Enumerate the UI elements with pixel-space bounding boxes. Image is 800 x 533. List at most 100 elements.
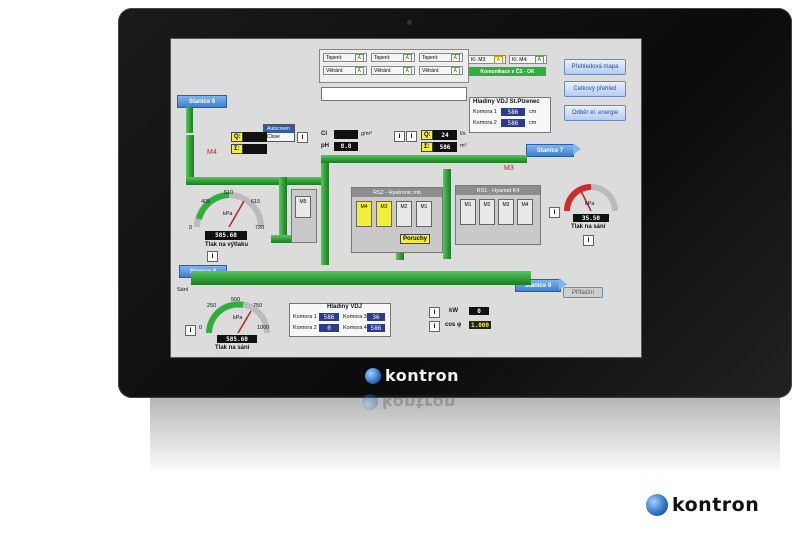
status-label: Větrání: (326, 67, 344, 74)
level-label: Komora 2 (473, 120, 497, 126)
flow2-q-label: Q: (421, 130, 433, 140)
camera-icon (407, 20, 412, 25)
cabinet-m5[interactable]: M5 (291, 189, 317, 243)
context-menu: Autocreen Close (263, 124, 295, 142)
gauge-tick: 250 (207, 303, 217, 309)
gauge-unit: kPa (223, 211, 233, 217)
energy-button[interactable]: Odběr el. energie (564, 105, 626, 121)
module: M3 (376, 201, 392, 227)
info-button[interactable]: I (549, 207, 560, 218)
pipe-segment (186, 107, 193, 133)
pipe-segment (271, 235, 301, 243)
gauge-tick: 720 (255, 225, 265, 231)
pipe-segment (321, 185, 329, 265)
gauge-tick: 0 (189, 225, 193, 231)
level-value: 0 (319, 324, 339, 332)
pipe-segment (186, 177, 326, 185)
gauge-tick: 0 (199, 325, 203, 331)
level-label: Komora 1 (293, 314, 317, 320)
pipe-segment (186, 135, 194, 183)
gauge-value: 585.60 (217, 335, 257, 343)
info-button[interactable]: I (429, 307, 440, 318)
station-7-button[interactable]: Stanice 7 (526, 144, 574, 157)
gauge-tick: 1000 (257, 325, 270, 331)
status-heating-1[interactable]: Topení:A (323, 53, 367, 62)
cabinet-rs2-title: RS2 - Hyatronic mb (352, 188, 442, 197)
monitor-reflection (150, 395, 780, 475)
corner-brand: kontron (646, 494, 759, 516)
comm-status: Komunikace s ČS - OK (469, 67, 546, 76)
kontron-logo-icon (365, 367, 381, 384)
status-state: A (534, 55, 544, 64)
level-value: 586 (367, 324, 385, 332)
arrow-right-icon (559, 278, 567, 290)
status-ventilation-1[interactable]: Větrání: A (323, 66, 367, 75)
flow2-q-unit: l/s (460, 131, 466, 137)
pressure-gauge-discharge (194, 192, 264, 228)
status-state: A (354, 66, 364, 75)
level-unit: cm (529, 120, 537, 126)
cabinet-rs2[interactable]: RS2 - Hyatronic mb M4 M3 M2 M1 Poruchy (351, 187, 443, 253)
level-unit: cm (529, 109, 537, 115)
level-label: Komora 3 (343, 314, 367, 320)
status-ventilation-2[interactable]: Větrání:A (371, 66, 415, 75)
info-button[interactable]: I (394, 131, 405, 142)
status-state: A (493, 55, 503, 64)
motor-m3-label: M3 (504, 165, 514, 172)
info-button[interactable]: I (406, 131, 417, 142)
status-ventilation-3[interactable]: Větrání: A (419, 66, 463, 75)
brand-word: kontron (385, 366, 460, 385)
flow2-sum-label: Σ: (421, 142, 433, 152)
status-state: A (450, 66, 460, 75)
status-label: Topení: (326, 54, 343, 61)
flow-q-value (243, 132, 267, 142)
power-kw-value: 0 (469, 307, 489, 315)
gauge-tick: 500 (231, 297, 241, 303)
menu-item-autoscreen[interactable]: Autocreen (264, 125, 294, 133)
priority-button[interactable]: Přítlační (563, 287, 603, 298)
brand-word: kontron (382, 393, 457, 412)
status-label: Větrání: (422, 67, 440, 74)
gauge-label: Tlak na výtlaku (205, 242, 249, 248)
status-valve-m4[interactable]: Kl. M4: A (509, 55, 547, 64)
message-field (321, 87, 467, 101)
arrow-right-icon (573, 143, 581, 155)
info-button[interactable]: I (583, 235, 594, 246)
module: M4 (356, 201, 372, 227)
info-button[interactable]: I (429, 321, 440, 332)
gauge-unit: kPa (233, 315, 243, 321)
suction-label: Sání (177, 287, 189, 293)
overview-map-button[interactable]: Přehledová mapa (564, 59, 626, 75)
pipe-segment (321, 155, 441, 163)
gauge-tick: 510 (224, 190, 234, 196)
kontron-logo-icon (646, 494, 668, 516)
gauge-value: 35.50 (573, 214, 609, 222)
status-heating-3[interactable]: Topení:A (419, 53, 463, 62)
gauge-tick: 615 (251, 199, 261, 205)
info-button[interactable]: I (207, 251, 218, 262)
gauge-unit: kPa (585, 201, 595, 207)
info-button[interactable]: I (297, 132, 308, 143)
flow2-q-value: 24 (433, 130, 457, 140)
total-overview-button[interactable]: Celkový přehled (564, 81, 626, 97)
gauge-tick: 405 (201, 199, 211, 205)
cabinet-rs1-title: RS1 - Hyamat K4 (456, 186, 540, 195)
cl-label: Cl (321, 131, 327, 137)
ph-label: pH (321, 143, 329, 149)
monitor-brand: kontron (365, 366, 459, 385)
status-label: Kl. M4: (512, 56, 528, 63)
gauge-tick: 750 (253, 303, 263, 309)
main-pipe (191, 271, 531, 285)
station-6-button[interactable]: Stanice 6 (177, 95, 227, 108)
cl-unit: g/m³ (361, 131, 372, 137)
status-heating-2[interactable]: Topení:A (371, 53, 415, 62)
levels-top-title: Hladiny VDJ St.Plzenec (473, 99, 540, 105)
cabinet-rs1[interactable]: RS1 - Hyamat K4 M1 M2 M3 M4 (455, 185, 541, 245)
level-value: 36 (367, 313, 385, 321)
fault-button[interactable]: Poruchy (400, 234, 430, 244)
pipe-segment (279, 177, 287, 237)
status-valve-m3[interactable]: Kl. M3:A (468, 55, 506, 64)
status-label: Topení: (374, 54, 391, 61)
menu-item-close[interactable]: Close (267, 134, 280, 140)
info-button[interactable]: I (185, 325, 196, 336)
